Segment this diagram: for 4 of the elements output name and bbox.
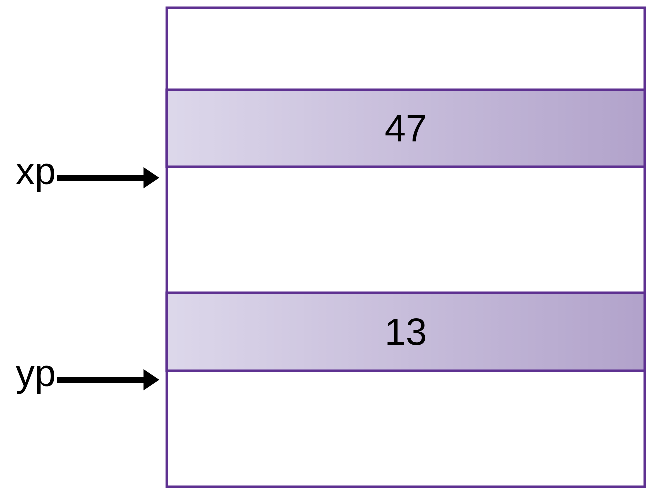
pointer-label: yp bbox=[16, 366, 54, 394]
pointer-label: xp bbox=[16, 164, 54, 192]
memory-cell: 47 bbox=[166, 88, 646, 168]
memory-cell: 13 bbox=[166, 292, 646, 372]
